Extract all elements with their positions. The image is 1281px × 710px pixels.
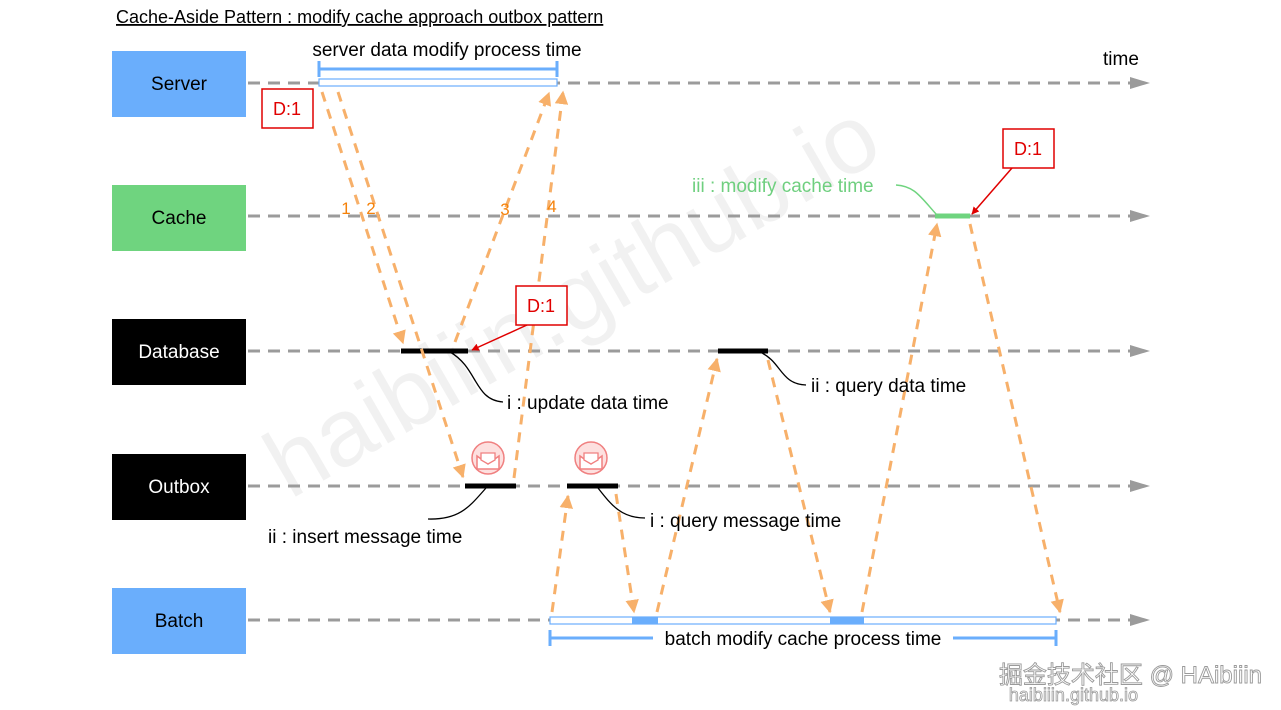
lane-box-outbox (112, 454, 246, 520)
step-number-1: 1 (341, 199, 350, 218)
lane-label-server: Server (151, 74, 208, 95)
lane-box-cache (112, 185, 246, 251)
flow-arrow-1 (320, 91, 406, 345)
server-activation-bar (318, 78, 558, 87)
data-tag-box (261, 88, 314, 129)
batch-span-label: batch modify cache process time (665, 629, 942, 650)
lane-label-outbox: Outbox (148, 477, 210, 498)
modify-cache-leader (895, 184, 937, 215)
watermark-text: haibiiin.github.io (247, 81, 897, 518)
batch-active-segment-2 (830, 617, 864, 624)
lane-label-batch: Batch (155, 611, 204, 632)
lane-outbox: Outbox (112, 454, 246, 520)
data-tag-cache: D:1 (971, 128, 1055, 215)
data-tag-text: D:1 (527, 296, 555, 316)
flow-arrow-batch-to-database (655, 357, 721, 613)
lane-label-cache: Cache (152, 208, 207, 229)
envelope-icon (471, 441, 505, 475)
annotation-insert-message: ii : insert message time (268, 527, 462, 548)
flow-arrow-2 (336, 91, 466, 479)
flow-arrow-4 (512, 90, 569, 479)
server-span-label: server data modify process time (312, 40, 581, 61)
flow-arrow-batch-to-cache (860, 222, 942, 613)
query-message-leader (597, 487, 646, 519)
diagram-title: Cache-Aside Pattern : modify cache appro… (116, 7, 603, 27)
data-tag-text: D:1 (1014, 139, 1042, 159)
data-tag-box (515, 285, 568, 326)
cache-lifeline-arrowhead (1130, 210, 1150, 222)
database-lifeline-arrowhead (1130, 345, 1150, 357)
batch-process-span: batch modify cache process time (548, 616, 1058, 650)
server-lifeline-arrowhead (1130, 77, 1150, 89)
data-tag-pointer (971, 167, 1013, 215)
outbox-lifeline-arrowhead (1130, 480, 1150, 492)
annotation-query-data: ii : query data time (811, 376, 966, 397)
data-tag-database: D:1 (471, 285, 568, 351)
batch-span-label-bg (653, 628, 953, 648)
batch-activation-bar (549, 616, 1057, 625)
flow-arrow-cache-to-batch (968, 223, 1064, 614)
annotation-update-data: i : update data time (507, 393, 669, 414)
time-axis-label: time (1103, 49, 1139, 70)
lane-box-server (112, 51, 246, 117)
lane-box-database (112, 319, 246, 385)
credit-line-2: haibiiin.github.io (1009, 685, 1138, 705)
credit-line-1: 掘金技术社区 @ HAibiiin (999, 662, 1262, 689)
step-number-2: 2 (366, 199, 375, 218)
step-number-4: 4 (547, 197, 556, 216)
insert-message-leader (427, 487, 487, 520)
data-tag-box (1002, 128, 1055, 169)
lane-cache: Cache (112, 185, 246, 251)
annotation-modify-cache: iii : modify cache time (692, 176, 874, 197)
query-data-leader (759, 351, 807, 386)
step-number-3: 3 (500, 200, 509, 219)
data-tag-pointer (471, 324, 528, 351)
lane-label-database: Database (138, 342, 219, 363)
lane-database: Database (112, 319, 246, 385)
flow-arrows (320, 90, 1064, 614)
annotation-query-message: i : query message time (650, 511, 841, 532)
update-data-leader (449, 351, 504, 403)
batch-lifeline-arrowhead (1130, 614, 1150, 626)
lane-batch: Batch (112, 588, 246, 654)
server-process-span: server data modify process time (312, 40, 582, 87)
envelope-icon (574, 441, 608, 475)
lane-box-batch (112, 588, 246, 654)
flow-arrow-batch-to-outbox (550, 494, 574, 613)
data-tag-text: D:1 (273, 99, 301, 119)
batch-active-segment-1 (632, 617, 658, 624)
flow-arrow-outbox-to-batch (614, 493, 639, 614)
data-tag-server: D:1 (261, 88, 314, 129)
flow-arrow-3 (453, 91, 552, 343)
flow-arrow-database-to-batch (766, 359, 834, 614)
lane-server: Server (112, 51, 246, 117)
